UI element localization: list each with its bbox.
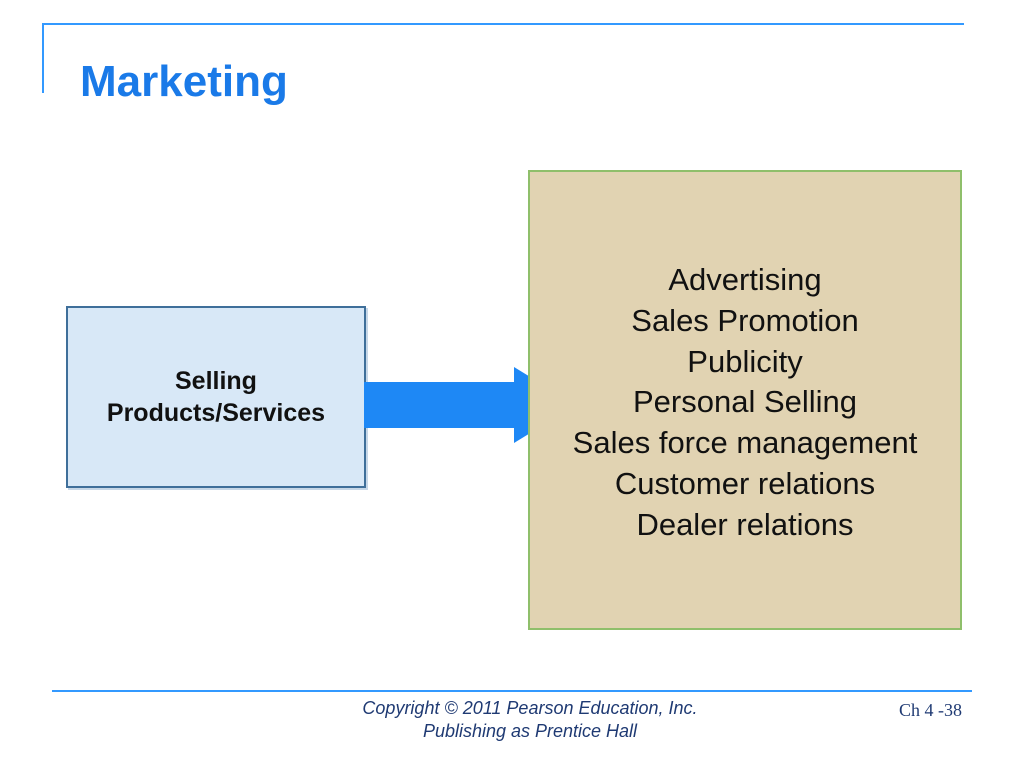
activity-item: Dealer relations — [636, 506, 854, 542]
activity-item: Sales force management — [572, 425, 918, 461]
footer-divider — [52, 690, 972, 692]
marketing-activities-box: Advertising Sales Promotion Publicity Pe… — [528, 170, 962, 630]
selling-box-label: Selling Products/Services — [107, 365, 325, 430]
arrow-shape — [364, 367, 576, 443]
slide-frame-top-line — [42, 23, 964, 25]
copyright-line-2: Publishing as Prentice Hall — [422, 721, 638, 742]
right-arrow-icon — [364, 367, 576, 443]
activity-item: Personal Selling — [632, 384, 858, 420]
copyright-line-1: Copyright © 2011 Pearson Education, Inc. — [362, 698, 698, 718]
selling-box: Selling Products/Services — [66, 306, 366, 488]
activity-item: Advertising — [668, 262, 822, 297]
selling-box-line-1: Selling — [175, 366, 257, 395]
activity-item: Sales Promotion — [631, 302, 859, 338]
marketing-activities-list: Advertising Sales Promotion Publicity Pe… — [530, 260, 960, 546]
activity-item: Publicity — [687, 343, 803, 379]
footer-copyright: Copyright © 2011 Pearson Education, Inc.… — [330, 697, 730, 744]
page-number: Ch 4 -38 — [899, 700, 962, 720]
selling-box-line-2: Products/Services — [106, 399, 326, 427]
slide-frame-left-line — [42, 23, 44, 93]
slide-title: Marketing — [80, 57, 288, 106]
activity-item: Customer relations — [614, 465, 876, 501]
